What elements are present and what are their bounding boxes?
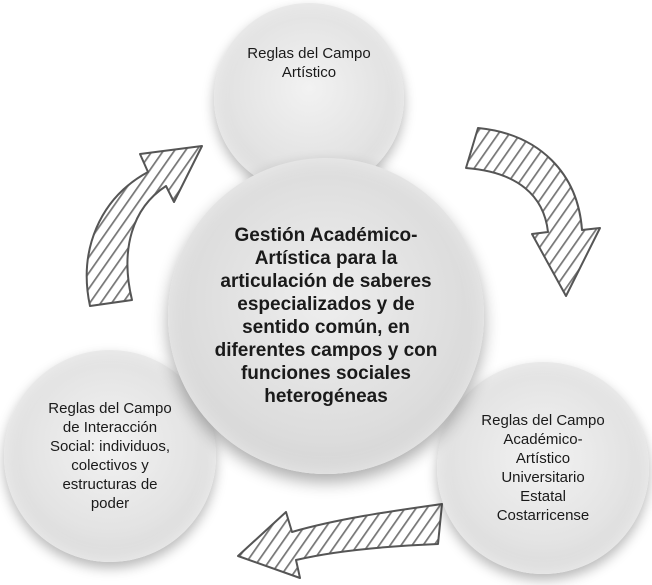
node-gestion-academico-artistica-label: Gestión Académico- Artística para la art… xyxy=(214,225,438,407)
node-campo-interaccion-social-label: Reglas del Campo de Interacción Social: … xyxy=(48,400,172,512)
cycle-arrow-bottom xyxy=(237,503,443,579)
cycle-arrow-left xyxy=(85,145,203,307)
node-campo-academico-artistico-label: Reglas del Campo Académico- Artístico Un… xyxy=(481,412,605,524)
node-campo-academico-artistico: Reglas del Campo Académico- Artístico Un… xyxy=(437,362,649,574)
node-gestion-academico-artistica: Gestión Académico- Artística para la art… xyxy=(168,158,484,474)
node-campo-interaccion-social: Reglas del Campo de Interacción Social: … xyxy=(4,350,216,562)
node-campo-artistico-label: Reglas del Campo Artístico xyxy=(247,45,371,81)
cycle-arrow-right xyxy=(465,127,601,297)
